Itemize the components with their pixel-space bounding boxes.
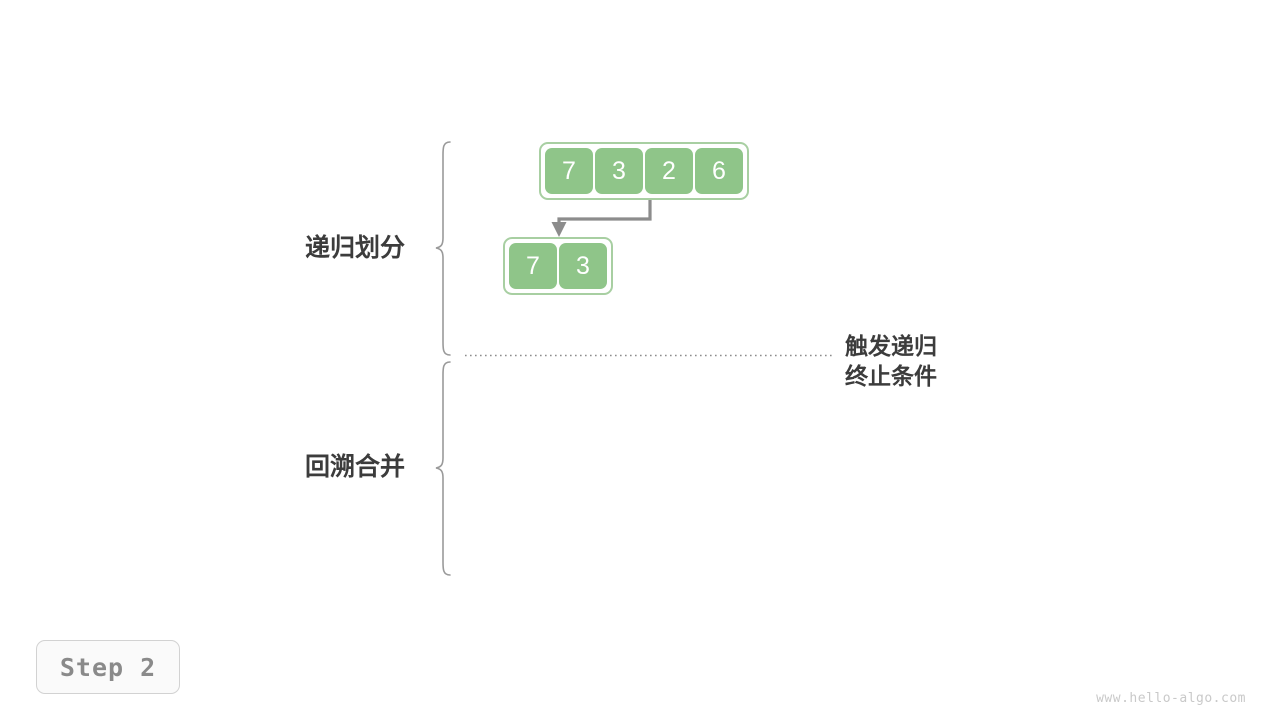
- array-cell: 2: [645, 148, 693, 194]
- recursion-terminate-annotation: 触发递归 终止条件: [845, 331, 937, 391]
- annotation-line-1: 触发递归: [845, 333, 937, 359]
- section-label-divide: 递归划分: [305, 234, 406, 262]
- array-cell: 7: [545, 148, 593, 194]
- watermark: www.hello-algo.com: [1096, 691, 1246, 706]
- array-cell: 7: [509, 243, 557, 289]
- step-badge: Step 2: [36, 640, 180, 694]
- brace-divide: [435, 141, 451, 356]
- annotation-line-2: 终止条件: [845, 363, 937, 389]
- divide-arrow: [551, 197, 652, 237]
- array-cell: 3: [559, 243, 607, 289]
- array-cell: 6: [695, 148, 743, 194]
- brace-merge: [435, 361, 451, 576]
- array-cell: 3: [595, 148, 643, 194]
- top-array: 7 3 2 6: [539, 142, 749, 200]
- left-subarray: 7 3: [503, 237, 613, 295]
- section-label-merge: 回溯合并: [305, 453, 406, 481]
